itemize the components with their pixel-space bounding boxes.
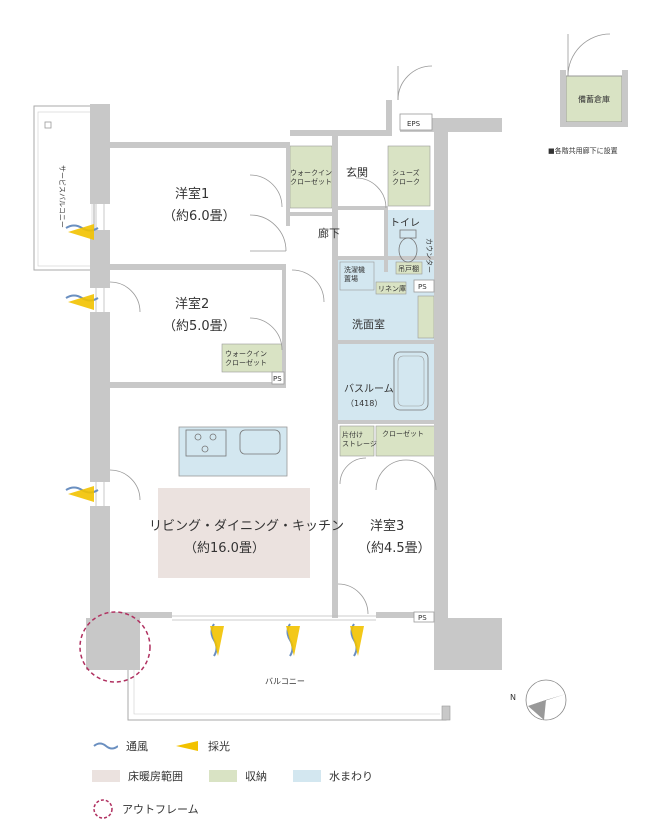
legend-outframe: アウトフレーム — [122, 803, 199, 816]
room-counter: カウンター — [425, 238, 434, 273]
bathtub — [393, 351, 429, 411]
floor-plan: 備蓄倉庫 ■各階共用廊下に設置 サービスバルコニー バルコニー — [33, 33, 628, 721]
room-western1-name: 洋室1 — [175, 186, 209, 202]
storage-room: 備蓄倉庫 — [560, 33, 628, 127]
linen-label: リネン庫 — [378, 284, 406, 293]
room-bathroom-name: バスルーム — [344, 383, 394, 395]
ps-label-2: PS — [273, 375, 282, 383]
legend-heating: 床暖房範囲 — [128, 770, 183, 783]
water-swatch — [293, 770, 321, 782]
room-ldk-size: （約16.0畳） — [184, 541, 265, 556]
room-ldk-name: リビング・ダイニング・キッチン — [149, 519, 344, 534]
walls — [86, 100, 502, 670]
compass-label: N — [510, 693, 516, 702]
floor-heating-area — [158, 488, 310, 578]
wic2-area — [221, 343, 285, 373]
room-western3-name: 洋室3 — [370, 518, 404, 534]
wic1-label: ウォークインクローゼット — [290, 169, 332, 186]
shoes-label: シューズクローク — [392, 168, 420, 186]
legend-row-3: アウトフレーム — [92, 798, 217, 820]
wind-icon — [93, 742, 118, 750]
doors — [109, 65, 437, 615]
room-western2-name: 洋室2 — [175, 296, 209, 312]
storage-room-note: ■各階共用廊下に設置 — [548, 146, 618, 155]
legend-row-1: 通風 採光 — [92, 738, 248, 754]
room-western2-size: （約5.0畳） — [163, 319, 236, 334]
light-icon — [176, 741, 198, 751]
shelf-label: 吊戸棚 — [398, 264, 419, 273]
storage-room-label: 備蓄倉庫 — [578, 94, 610, 104]
washer-area — [339, 261, 375, 291]
room-western3-size: （約4.5畳） — [358, 541, 431, 556]
room-washroom: 洗面室 — [352, 317, 385, 331]
storage-swatch — [209, 770, 237, 782]
slim-storage-label: 片付けストレージ — [342, 430, 377, 448]
ventilation-marks — [65, 224, 364, 657]
shoes-area — [387, 145, 431, 207]
room-toilet: トイレ — [390, 218, 420, 229]
service-balcony-label: サービスバルコニー — [58, 165, 67, 228]
eps-label: EPS — [407, 120, 421, 128]
legend-storage: 収納 — [245, 770, 267, 783]
outframe-marker — [79, 611, 151, 683]
legend-water: 水まわり — [329, 770, 373, 783]
balcony-label: バルコニー — [265, 677, 305, 686]
room-bathroom-size: （1418） — [346, 399, 382, 408]
room-entrance: 玄関 — [346, 165, 368, 179]
slim-storage-area — [339, 425, 375, 457]
room-hallway: 廊下 — [318, 226, 340, 240]
kitchen-counter — [178, 426, 288, 477]
compass: N — [510, 679, 567, 721]
washstand — [417, 295, 435, 339]
legend-wind: 通風 — [126, 740, 148, 753]
kitchen-fixtures — [185, 429, 281, 457]
outframe-icon — [93, 799, 113, 819]
wic2-label: ウォークインクローゼット — [225, 350, 267, 367]
legend-light: 採光 — [208, 740, 230, 753]
legend-row-2: 床暖房範囲 収納 水まわり — [92, 768, 391, 784]
heating-swatch — [92, 770, 120, 782]
closet-label: クローゼット — [382, 429, 424, 438]
ps-label-1: PS — [418, 283, 427, 291]
ps-label-3: PS — [418, 614, 427, 622]
bathroom-area — [338, 342, 436, 422]
linen-area — [375, 281, 407, 295]
washer-label: 洗濯機置場 — [344, 265, 365, 283]
wic1-area — [289, 145, 333, 209]
balcony — [127, 628, 451, 721]
room-western1-size: （約6.0畳） — [163, 209, 236, 224]
